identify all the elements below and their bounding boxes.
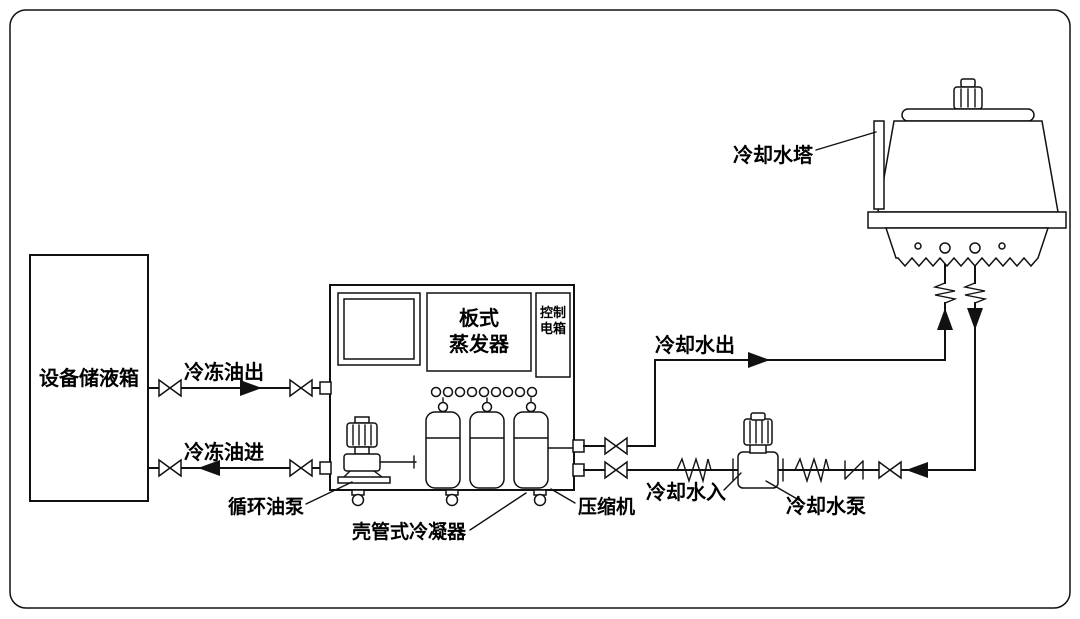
- water-in-label: 冷却水入: [646, 480, 726, 504]
- storage-tank: 设备储液箱: [29, 254, 149, 502]
- compressor-body: [513, 411, 549, 489]
- chiller-cabinet: 板式 蒸发器 控制 电箱: [319, 284, 585, 507]
- compressor-port: [525, 401, 537, 413]
- basin-outlet: [969, 242, 981, 254]
- leader-line: [305, 481, 353, 505]
- flex-connector-icon: [962, 282, 988, 304]
- tower-basin: [884, 227, 1050, 268]
- tank-box: [29, 254, 149, 502]
- tower-shell: [877, 120, 1059, 213]
- valve-icon: [604, 460, 628, 480]
- flow-arrow-left-icon: [906, 462, 928, 478]
- evaporator-box: [426, 292, 532, 372]
- water-pump-label: 冷却水泵: [786, 494, 866, 518]
- flow-arrow-left-icon: [198, 460, 220, 476]
- oil-in-line: 冷冻油进: [147, 440, 321, 478]
- condenser-label: 壳管式冷凝器: [351, 520, 467, 543]
- pump-motor: [346, 422, 378, 448]
- leader-line: [550, 488, 576, 504]
- flow-arrow-right-icon: [748, 352, 770, 368]
- pump-cap: [354, 416, 370, 424]
- valve-icon: [289, 378, 313, 398]
- circulation-oil-pump: [337, 416, 417, 484]
- basin-outlet: [939, 242, 951, 254]
- cooling-water-in-line: 冷却水入 冷却水泵: [583, 263, 988, 518]
- tower-rim: [867, 211, 1067, 229]
- control-box: [535, 292, 571, 378]
- pump-body: [343, 453, 381, 472]
- flow-arrow-right-icon: [240, 380, 262, 396]
- pump-base: [337, 476, 391, 484]
- oil-out-line: 冷冻油出: [147, 360, 321, 398]
- evaporator-label-line2: 蒸发器: [449, 332, 510, 356]
- control-box-label-line1: 控制: [540, 305, 566, 320]
- compressor-port: [437, 401, 449, 413]
- compressor-body: [469, 411, 505, 489]
- compressor-body: [425, 411, 461, 489]
- cabinet-callouts: 循环油泵 壳管式冷凝器 压缩机: [228, 481, 635, 543]
- cooling-water-pump: [732, 412, 784, 489]
- fan-motor-cap: [960, 78, 976, 88]
- tank-label: 设备储液箱: [39, 366, 139, 390]
- flex-connector-icon: [932, 282, 958, 304]
- cooling-tower: 冷却水塔: [733, 78, 1067, 268]
- pipe-port: [572, 463, 585, 477]
- tower-label: 冷却水塔: [733, 143, 814, 167]
- compressor-label: 压缩机: [578, 495, 635, 518]
- valve-icon: [878, 460, 902, 480]
- tower-side-pipe: [873, 120, 885, 210]
- compressor-port: [481, 401, 493, 413]
- oil-in-label: 冷冻油进: [184, 440, 264, 464]
- check-valve-icon: [844, 460, 864, 480]
- valve-icon: [289, 458, 313, 478]
- pump-body: [737, 451, 779, 489]
- flex-connector-icon: [794, 456, 830, 484]
- compressor-2: [469, 397, 505, 489]
- control-box-label-line2: 电箱: [540, 321, 566, 336]
- valve-icon: [158, 378, 182, 398]
- pump-cap: [750, 412, 766, 421]
- access-panel-inner: [343, 298, 415, 360]
- leader-line: [815, 131, 877, 151]
- flow-arrow-down-icon: [967, 308, 983, 330]
- leader-line: [765, 480, 800, 501]
- vent-holes: [430, 386, 538, 398]
- pipe-port: [319, 381, 332, 395]
- leader-line: [469, 492, 527, 531]
- valve-icon: [604, 436, 628, 456]
- casters: [351, 489, 547, 507]
- leader-line: [723, 472, 742, 491]
- oil-out-label: 冷冻油出: [184, 360, 264, 384]
- oil-pump-label: 循环油泵: [228, 495, 304, 518]
- valve-icon: [158, 458, 182, 478]
- water-out-label: 冷却水出: [655, 333, 735, 357]
- flow-arrow-up-icon: [937, 308, 953, 330]
- pipe-port: [319, 461, 332, 475]
- pipe-port: [572, 439, 585, 453]
- evaporator-label-line1: 板式: [459, 306, 499, 330]
- cooling-water-out-line: 冷却水出: [583, 263, 958, 456]
- compressor-1: [425, 397, 461, 489]
- tower-deck: [901, 108, 1035, 122]
- flex-connector-icon: [676, 456, 712, 484]
- compressor-3: [513, 397, 574, 489]
